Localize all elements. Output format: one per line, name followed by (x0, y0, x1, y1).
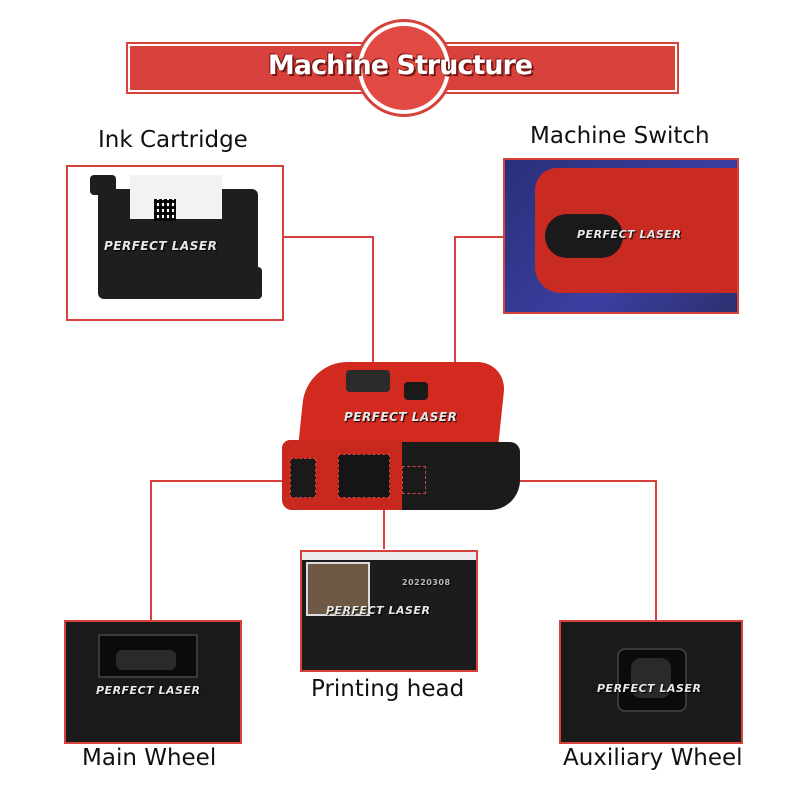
label-printing-head: Printing head (311, 676, 465, 702)
label-ink-cartridge: Ink Cartridge (98, 127, 248, 153)
printing-head-nozzle (306, 562, 370, 616)
printing-head-marker (338, 454, 390, 498)
printing-head-photo: 20220308 PERFECT LASER (300, 550, 478, 672)
connector-main-wheel (150, 480, 152, 620)
connector-machine-switch (454, 236, 504, 238)
switch-slot (545, 214, 623, 258)
connector-auxiliary-wheel (424, 480, 656, 482)
connector-ink-cartridge (281, 236, 373, 238)
main-wheel-roller (116, 650, 176, 670)
connector-printing-head (383, 497, 385, 549)
connector-auxiliary-wheel (655, 480, 657, 620)
brand-logo: PERFECT LASER (96, 684, 201, 697)
ink-cartridge-photo: PERFECT LASER (66, 165, 284, 321)
qr-code-icon (154, 199, 176, 221)
brand-logo: PERFECT LASER (577, 228, 682, 241)
brand-logo: PERFECT LASER (326, 604, 431, 617)
auxiliary-wheel-photo: PERFECT LASER (559, 620, 743, 744)
auxiliary-wheel-marker (402, 466, 426, 494)
title-banner-circle (358, 22, 450, 114)
printer-device: PERFECT LASER (282, 362, 522, 512)
cartridge-foot (218, 267, 262, 299)
printing-head-code: 20220308 (402, 578, 451, 587)
power-button-icon (404, 382, 428, 400)
connector-ink-cartridge (372, 236, 374, 364)
label-machine-switch: Machine Switch (530, 123, 710, 149)
display-screen (346, 370, 390, 392)
auxiliary-wheel-roller (631, 658, 671, 698)
label-main-wheel: Main Wheel (82, 745, 217, 771)
main-wheel-marker (290, 458, 316, 498)
connector-machine-switch (454, 236, 456, 364)
page-title: Machine Structure (267, 50, 533, 81)
brand-logo: PERFECT LASER (597, 682, 702, 695)
connector-main-wheel (150, 480, 295, 482)
brand-logo: PERFECT LASER (344, 410, 458, 424)
machine-switch-photo: PERFECT LASER (503, 158, 739, 314)
label-auxiliary-wheel: Auxiliary Wheel (563, 745, 743, 771)
main-wheel-photo: PERFECT LASER (64, 620, 242, 744)
cartridge-label (130, 175, 222, 219)
brand-logo: PERFECT LASER (104, 239, 218, 253)
printing-head-edge (302, 552, 476, 560)
